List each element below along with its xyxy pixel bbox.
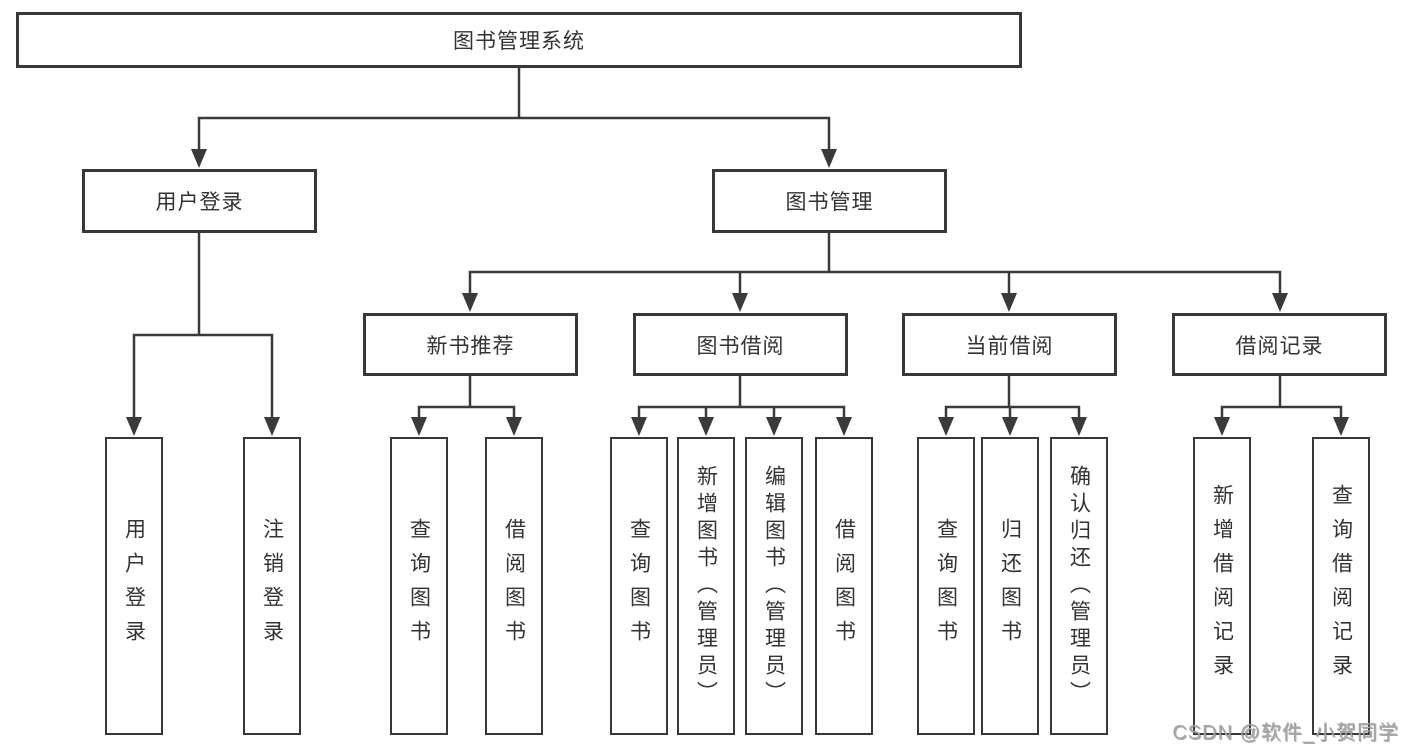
leaf-borrowing-query-books: 查询图书 [610,437,668,735]
node-label: 图书借阅 [696,334,785,358]
node-book-management-branch: 图书管理 [712,169,947,233]
leaf-label: 查询图书 [627,518,651,654]
leaf-logout: 注销登录 [243,437,301,735]
leaf-recommend-query-books: 查询图书 [390,437,448,735]
leaf-label: 归还图书 [998,518,1022,654]
node-label: 图书管理 [785,191,874,214]
leaf-label: 查询借阅记录 [1329,484,1353,688]
node-current-borrowing: 当前借阅 [902,313,1117,376]
leaf-label: 新增图书（管理员） [694,464,718,708]
leaf-label: 查询图书 [934,518,958,654]
leaf-label: 确认归还（管理员） [1067,464,1091,708]
leaf-current-confirm-return-admin: 确认归还（管理员） [1050,437,1108,735]
node-library-management-system: 图书管理系统 [16,12,1022,68]
leaf-records-add-record: 新增借阅记录 [1193,437,1251,735]
leaf-recommend-borrow-books: 借阅图书 [485,437,543,735]
leaf-label: 注销登录 [260,518,284,654]
node-label: 当前借阅 [965,334,1054,358]
arrowheads [126,149,1349,436]
leaf-borrowing-edit-books-admin: 编辑图书（管理员） [745,437,803,735]
leaf-label: 用户登录 [122,518,146,654]
leaf-records-query-record: 查询借阅记录 [1312,437,1370,735]
csdn-watermark: CSDN @软件_小贺同学 [1172,722,1399,744]
leaf-current-return-books: 归还图书 [981,437,1039,735]
node-label: 图书管理系统 [453,30,585,53]
node-borrowing-records: 借阅记录 [1172,313,1387,376]
node-label: 用户登录 [155,191,244,214]
node-book-borrowing: 图书借阅 [633,313,848,376]
node-user-login-branch: 用户登录 [82,169,317,233]
node-label: 新书推荐 [426,334,515,358]
node-new-book-recommend: 新书推荐 [363,313,578,376]
leaf-borrowing-add-books-admin: 新增图书（管理员） [677,437,735,735]
leaf-label: 借阅图书 [832,518,856,654]
leaf-current-query-books: 查询图书 [917,437,975,735]
leaf-borrowing-borrow-books: 借阅图书 [815,437,873,735]
leaf-label: 新增借阅记录 [1210,484,1234,688]
leaf-label: 查询图书 [407,518,431,654]
leaf-label: 编辑图书（管理员） [762,464,786,708]
leaf-user-login: 用户登录 [105,437,163,735]
leaf-label: 借阅图书 [502,518,526,654]
node-label: 借阅记录 [1235,334,1324,358]
